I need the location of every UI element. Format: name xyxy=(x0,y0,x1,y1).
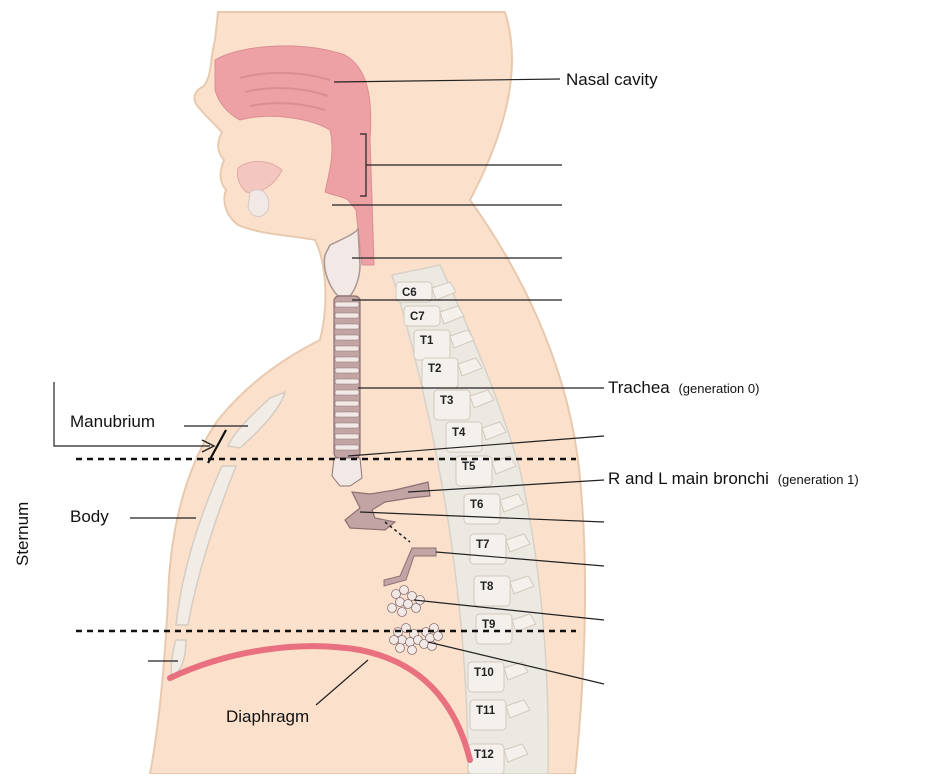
tongue xyxy=(248,190,269,217)
alveolus xyxy=(408,592,417,601)
trachea-ring xyxy=(335,313,359,318)
label-nasal-cavity: Nasal cavity xyxy=(566,70,658,89)
label-body: Body xyxy=(70,507,109,526)
trachea-ring xyxy=(335,324,359,329)
trachea-ring xyxy=(335,302,359,307)
label-trachea: Trachea (generation 0) xyxy=(608,378,759,397)
alveolus xyxy=(408,646,417,655)
alveolus xyxy=(420,640,429,649)
label-main-bronchi-generation: (generation 1) xyxy=(778,472,859,487)
alveolus xyxy=(388,604,397,613)
trachea-ring xyxy=(335,368,359,373)
label-trachea-name: Trachea xyxy=(608,378,670,397)
vertebra-label-c6: C6 xyxy=(402,287,417,299)
label-manubrium: Manubrium xyxy=(70,412,155,431)
vertebra-label-t7: T7 xyxy=(476,539,489,551)
vertebra-label-c7: C7 xyxy=(410,311,425,323)
vertebra-label-t5: T5 xyxy=(462,461,476,473)
vertebra-label-t10: T10 xyxy=(474,667,494,679)
vertebra-label-t6: T6 xyxy=(470,499,483,511)
trachea-ring xyxy=(335,390,359,395)
vertebra-label-t8: T8 xyxy=(480,581,494,593)
trachea-ring xyxy=(335,423,359,428)
vertebra-label-t4: T4 xyxy=(452,427,466,439)
alveolus xyxy=(396,598,405,607)
label-sternum: Sternum xyxy=(13,502,32,566)
vertebra-label-t11: T11 xyxy=(476,705,496,717)
vertebra-label-t1: T1 xyxy=(420,335,434,347)
alveolus xyxy=(434,632,443,641)
trachea-ring xyxy=(335,335,359,340)
trachea-ring xyxy=(335,346,359,351)
label-main-bronchi: R and L main bronchi (generation 1) xyxy=(608,469,859,488)
label-trachea-generation: (generation 0) xyxy=(678,381,759,396)
trachea-ring xyxy=(335,434,359,439)
vertebra-label-t3: T3 xyxy=(440,395,453,407)
alveolus xyxy=(404,600,413,609)
alveolus xyxy=(412,604,421,613)
alveolus xyxy=(390,636,399,645)
vertebra-label-t12: T12 xyxy=(474,749,494,761)
trachea-ring xyxy=(335,379,359,384)
trachea-ring xyxy=(335,412,359,417)
vertebra-label-t9: T9 xyxy=(482,619,495,631)
alveolus xyxy=(392,590,401,599)
trachea-ring xyxy=(335,445,359,450)
label-main-bronchi-name: R and L main bronchi xyxy=(608,469,769,488)
vertebra-label-t2: T2 xyxy=(428,363,441,375)
alveolus xyxy=(406,638,415,647)
label-diaphragm: Diaphragm xyxy=(226,707,309,726)
trachea-ring xyxy=(335,357,359,362)
trachea-ring xyxy=(335,401,359,406)
alveolus xyxy=(400,586,409,595)
alveolus xyxy=(398,608,407,617)
alveolus xyxy=(396,644,405,653)
